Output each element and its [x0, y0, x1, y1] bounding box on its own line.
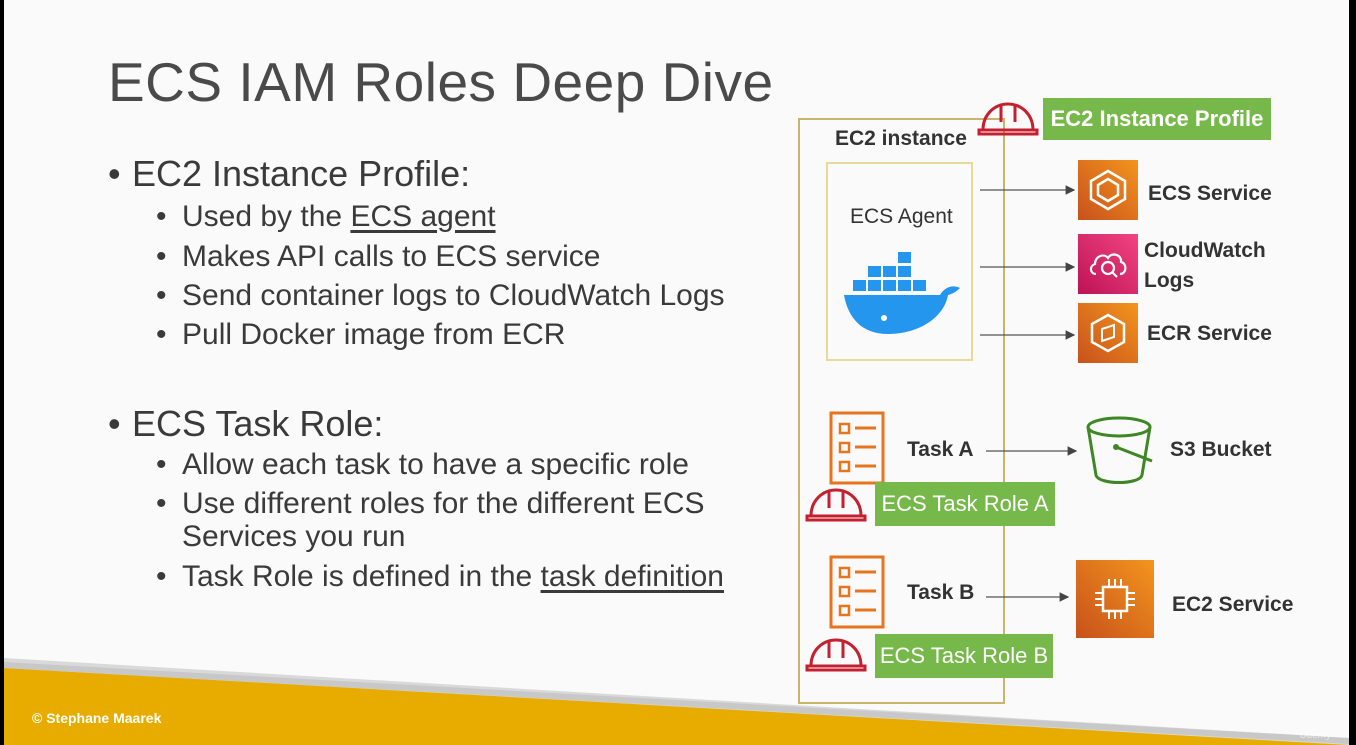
cloudwatch-label-line2: Logs: [1144, 269, 1195, 292]
bullet-api-calls: •Makes API calls to ECS service: [156, 240, 601, 273]
cloudwatch-service-icon: [1078, 234, 1138, 294]
docker-whale-icon: [844, 252, 960, 334]
hardhat-icon: [977, 102, 1039, 136]
ecs-agent-link[interactable]: ECS agent: [350, 200, 496, 233]
ecs-service-label: ECS Service: [1148, 182, 1272, 205]
ec2-service-label: EC2 Service: [1172, 593, 1294, 616]
slide-title: ECS IAM Roles Deep Dive: [108, 51, 774, 113]
task-b-label: Task B: [907, 581, 975, 604]
bullet-pull-image: •Pull Docker image from ECR: [156, 318, 566, 351]
slide: ECS IAM Roles Deep Dive •EC2 Instance Pr…: [4, 0, 1349, 745]
task-list-icon: [829, 411, 885, 485]
task-b-arrow: [986, 592, 1070, 602]
s3-bucket-label: S3 Bucket: [1170, 438, 1272, 461]
footer-band: [4, 658, 1349, 745]
task-role-a-badge: ECS Task Role A: [875, 482, 1055, 526]
cloudwatch-label-line1: CloudWatch: [1144, 239, 1266, 262]
ecr-service-icon: [1078, 303, 1138, 363]
agent-arrows: [980, 185, 1076, 340]
ecr-icon: [1090, 313, 1126, 353]
bullet-specific-role: •Allow each task to have a specific role: [156, 448, 689, 481]
task-role-b-badge: ECS Task Role B: [875, 634, 1053, 678]
ec2-service-icon: [1076, 560, 1154, 638]
ecs-agent-box: [826, 162, 973, 361]
task-a-label: Task A: [907, 438, 974, 461]
ec2-instance-box: [798, 118, 1005, 704]
ec2-instance-label: EC2 instance: [835, 127, 967, 150]
ecr-service-label: ECR Service: [1147, 322, 1272, 345]
hardhat-icon: [805, 638, 867, 672]
bullet-different-roles-cont: Services you run: [182, 520, 406, 553]
hardhat-icon: [805, 488, 867, 522]
bullet-task-definition: •Task Role is defined in the task defini…: [156, 560, 724, 593]
task-a-arrow: [986, 446, 1078, 456]
ec2-chip-icon: [1095, 579, 1135, 619]
udemy-watermark: Udemy: [1299, 730, 1331, 741]
ecs-icon: [1089, 169, 1127, 211]
task-list-icon: [829, 555, 885, 629]
cloudwatch-icon: [1089, 253, 1127, 278]
instance-profile-badge: EC2 Instance Profile: [1043, 98, 1271, 140]
section1-heading: •EC2 Instance Profile:: [108, 153, 471, 194]
task-definition-link[interactable]: task definition: [540, 560, 724, 593]
ecs-agent-label: ECS Agent: [850, 205, 953, 228]
s3-bucket-icon: [1086, 416, 1153, 484]
bullet-used-by-agent: •Used by the ECS agent: [156, 200, 496, 233]
bullet-container-logs: •Send container logs to CloudWatch Logs: [156, 279, 725, 312]
section2-heading: •ECS Task Role:: [108, 403, 384, 444]
copyright-text: © Stephane Maarek: [32, 710, 162, 726]
bullet-different-roles: •Use different roles for the different E…: [156, 487, 705, 520]
ecs-service-icon: [1078, 160, 1138, 220]
